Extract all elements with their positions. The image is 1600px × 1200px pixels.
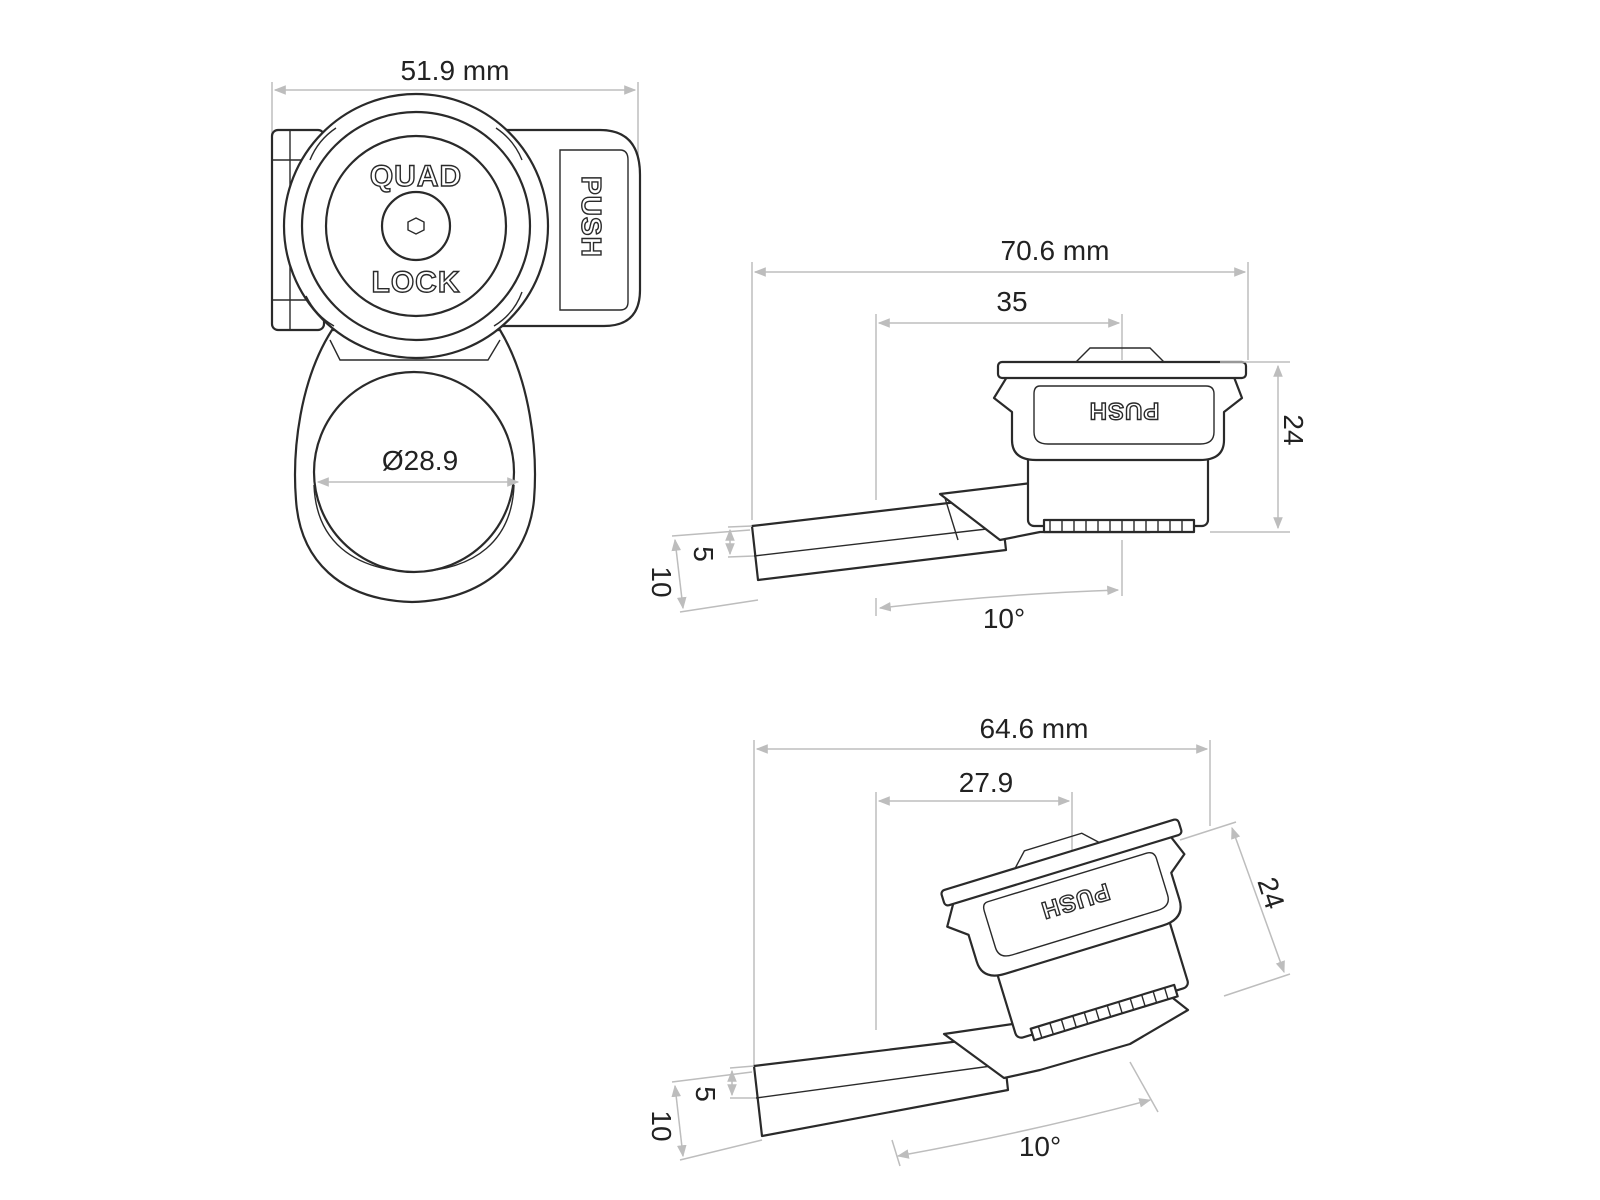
quad-logo-text: QUAD bbox=[370, 160, 462, 193]
top-overall-dimension: 70.6 mm bbox=[751, 235, 1249, 520]
top-thickness-10-label: 10 bbox=[646, 566, 677, 597]
bottom-thickness-10-label: 10 bbox=[646, 1110, 677, 1141]
push-tab-label: PUSH bbox=[576, 176, 607, 258]
side-view-top: 70.6 mm 35 bbox=[646, 235, 1309, 634]
lock-body: QUAD LOCK bbox=[282, 92, 550, 360]
top-angle-label: 10° bbox=[983, 603, 1025, 634]
top-mount-head: PUSH bbox=[992, 347, 1248, 462]
diameter-label: Ø28.9 bbox=[382, 445, 458, 476]
bottom-thickness-5-label: 5 bbox=[690, 1086, 721, 1102]
top-height-label: 24 bbox=[1278, 414, 1309, 445]
top-thickness-10-dimension: 10 bbox=[646, 529, 759, 613]
top-mount-puck bbox=[1026, 438, 1210, 534]
top-offset-dimension: 35 bbox=[875, 286, 1123, 500]
lock-logo-text: LOCK bbox=[372, 266, 461, 299]
bottom-thickness-10-dimension: 10 bbox=[646, 1071, 763, 1161]
bottom-angle-dimension: 10° bbox=[891, 1061, 1159, 1167]
top-thickness-5-dimension: 5 bbox=[688, 525, 755, 562]
bottom-mount-assembly: PUSH bbox=[940, 818, 1189, 1042]
bottom-offset-label: 27.9 bbox=[959, 767, 1014, 798]
top-push-label: PUSH bbox=[1089, 397, 1160, 424]
bottom-overall-label: 64.6 mm bbox=[980, 713, 1089, 744]
bottom-angle-label: 10° bbox=[1019, 1131, 1061, 1162]
top-overall-label: 70.6 mm bbox=[1001, 235, 1110, 266]
bottom-height-label: 24 bbox=[1251, 873, 1290, 912]
bottom-offset-dimension: 27.9 bbox=[875, 767, 1073, 1030]
top-height-dimension: 24 bbox=[1210, 361, 1309, 533]
diameter-dimension: Ø28.9 bbox=[316, 445, 520, 487]
top-offset-label: 35 bbox=[996, 286, 1027, 317]
front-width-label: 51.9 mm bbox=[401, 55, 510, 86]
bottom-height-dimension: 24 bbox=[1179, 821, 1291, 997]
side-view-bottom: 64.6 mm 27.9 bbox=[646, 713, 1291, 1167]
top-thickness-5-label: 5 bbox=[688, 546, 719, 562]
bar-clamp-ring bbox=[293, 328, 537, 604]
front-view: 51.9 mm PUSH bbox=[270, 55, 642, 604]
front-width-dimension: 51.9 mm bbox=[271, 55, 639, 160]
top-angle-dimension: 10° bbox=[875, 540, 1123, 634]
bottom-thickness-5-dimension: 5 bbox=[690, 1065, 756, 1102]
bottom-overall-dimension: 64.6 mm bbox=[753, 713, 1211, 1070]
